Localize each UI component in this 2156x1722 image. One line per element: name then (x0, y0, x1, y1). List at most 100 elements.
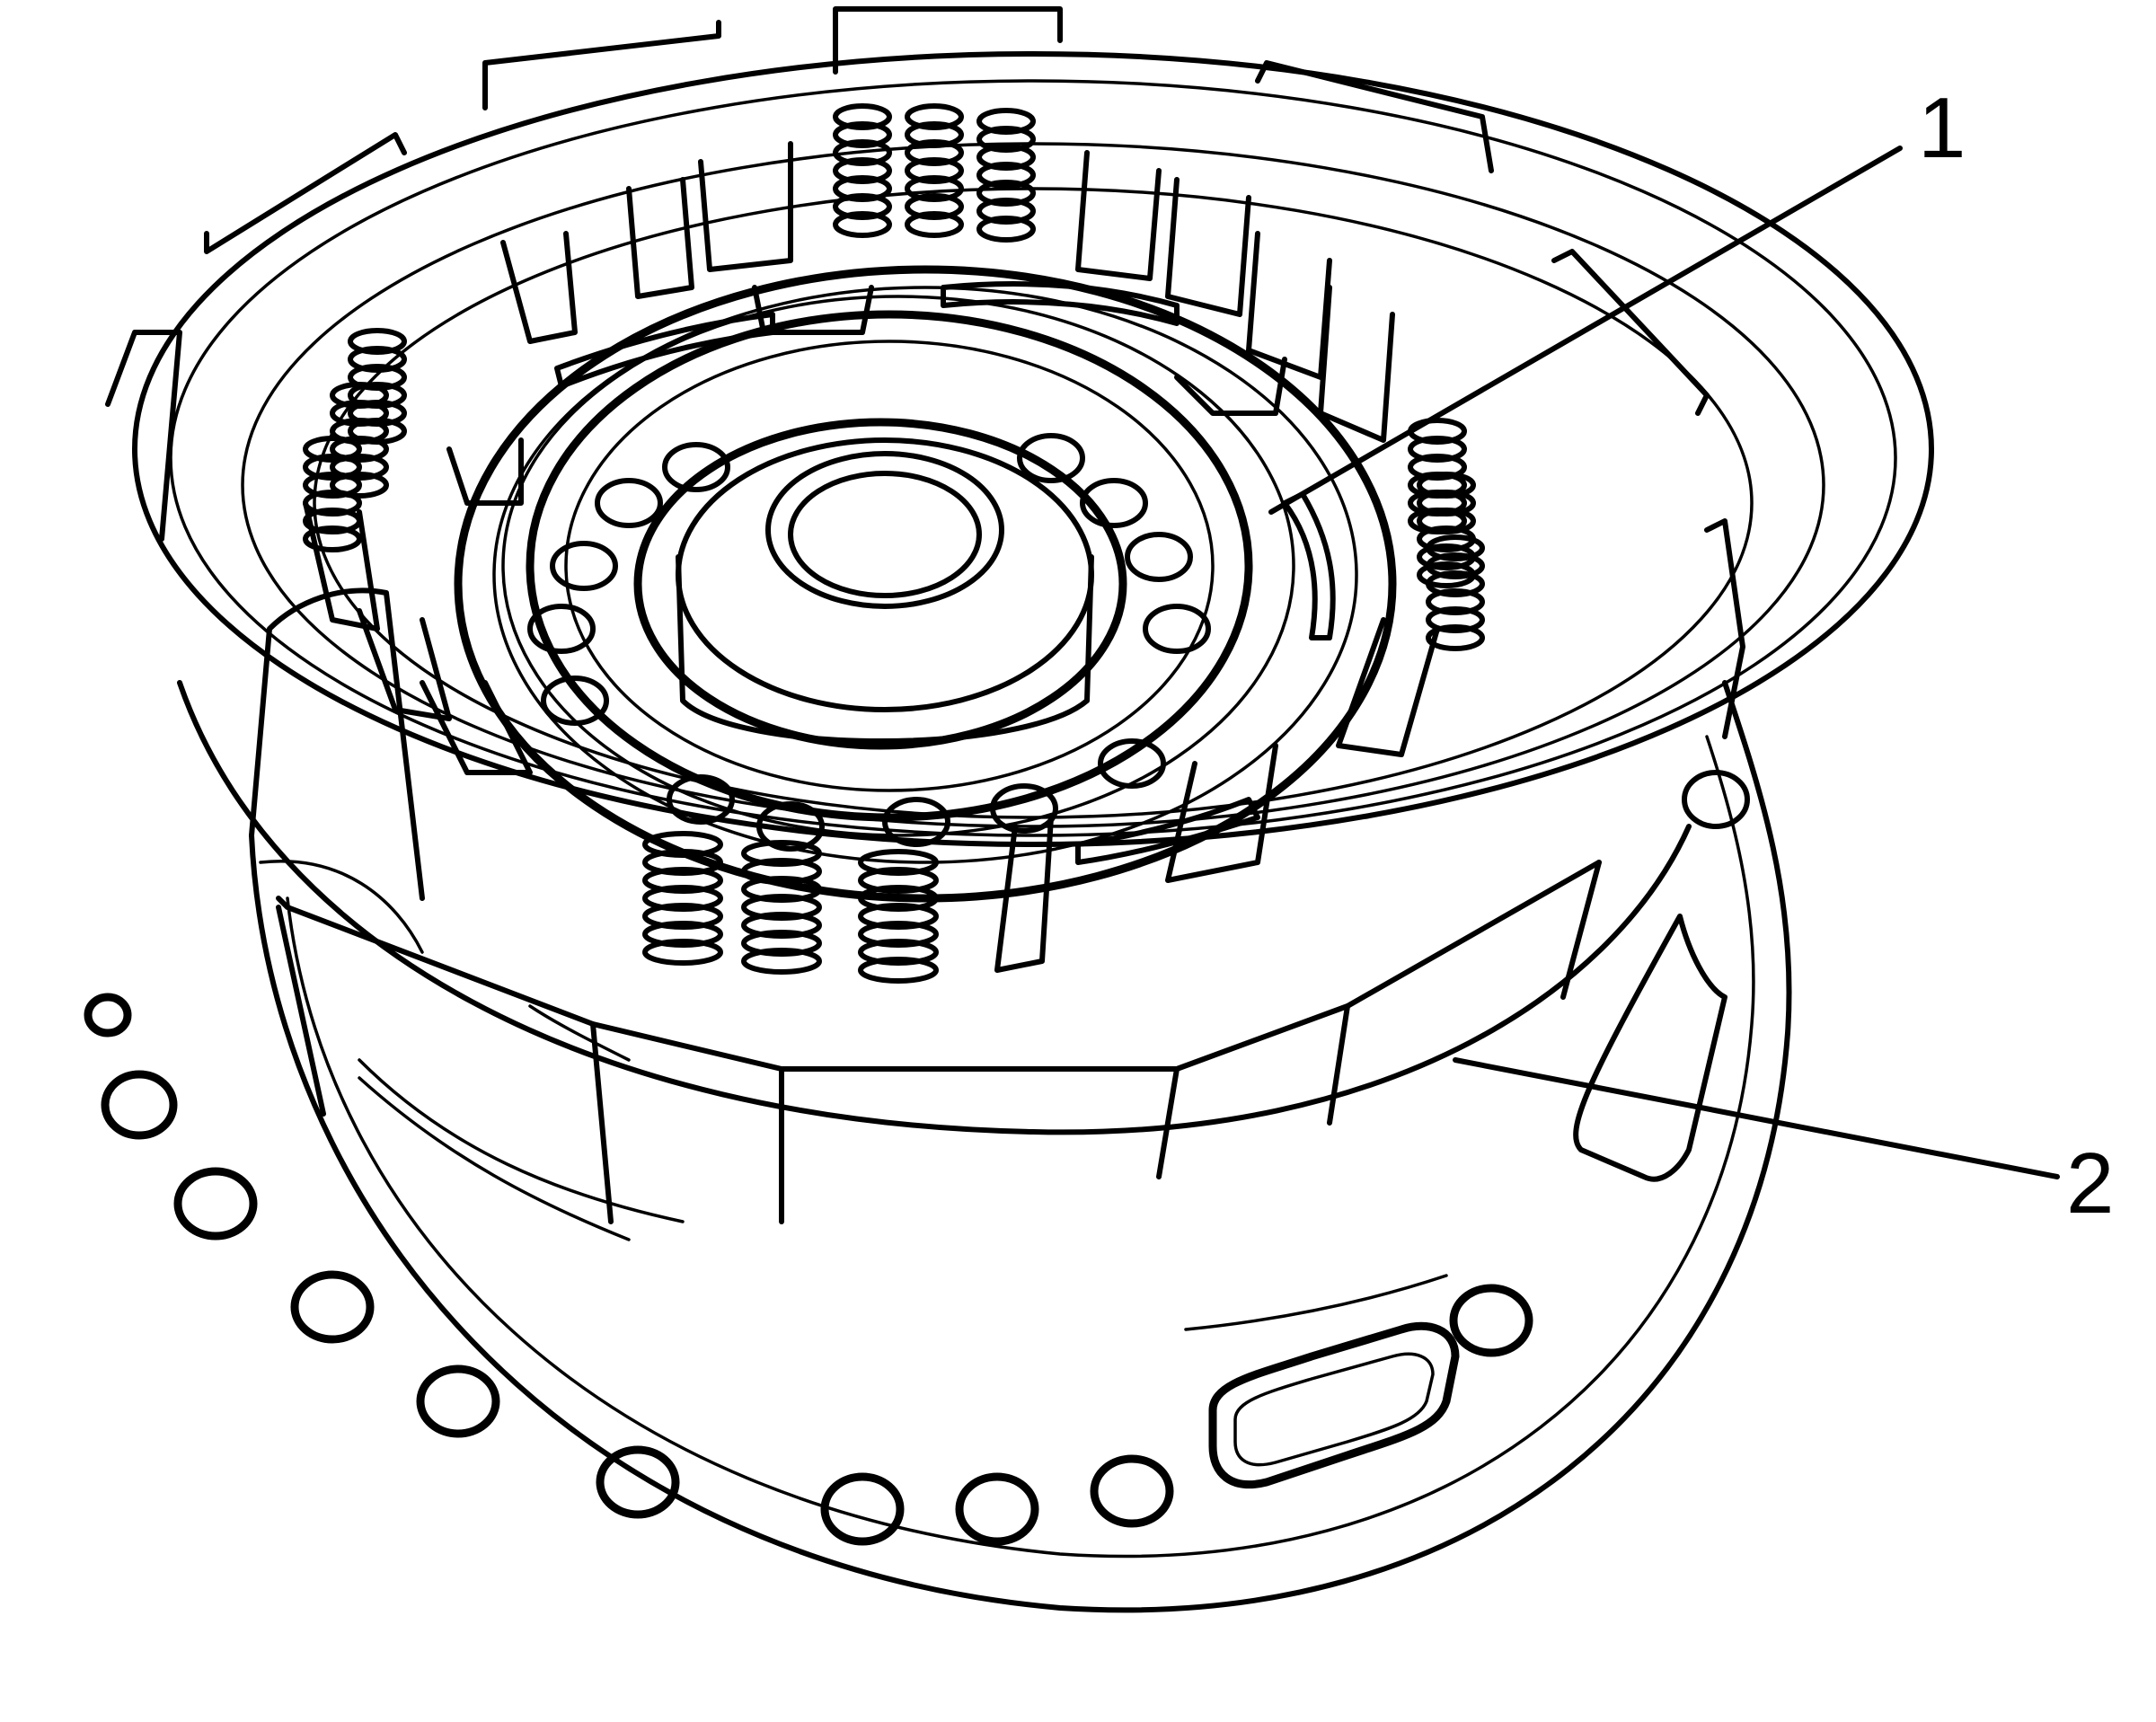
housing-arc-line-3 (528, 1004, 631, 1062)
coil-spring (858, 849, 939, 984)
housing-arc-line-2 (1184, 1274, 1448, 1331)
spring-coil (303, 490, 362, 517)
spring-coil (905, 139, 964, 166)
hole (1090, 1454, 1174, 1528)
spring-coil (303, 525, 362, 552)
spring-coil (741, 948, 822, 975)
plate-left-2 (357, 608, 452, 721)
spring-coil (1408, 454, 1467, 481)
callout-2: 2 (2066, 1135, 2114, 1232)
spring-coil (642, 903, 723, 930)
coil-spring (642, 831, 723, 966)
drum-tab-4 (204, 132, 407, 254)
hole (101, 1070, 178, 1140)
spring-coil (330, 400, 389, 427)
hole (955, 1472, 1039, 1546)
spring-coil (1417, 490, 1476, 517)
spring-coil (1426, 606, 1485, 633)
callout-leaders (1268, 146, 2060, 1179)
piston-inner-ring-2 (564, 340, 1215, 792)
spring-coil (330, 382, 389, 409)
spring-coil (303, 454, 362, 481)
piston-notch-top (752, 285, 874, 335)
drum-lower-band (177, 680, 1692, 1135)
spring-coil (976, 216, 1036, 243)
hole (290, 1270, 375, 1344)
spring-coil (642, 831, 723, 858)
hole (596, 1445, 680, 1519)
spring-coil (642, 849, 723, 876)
spring-coil (1408, 436, 1467, 463)
housing-slot (1573, 914, 1727, 1182)
drum-outer-rim (132, 51, 1934, 847)
spring-coil (976, 180, 1036, 207)
hub-bore-inner (788, 471, 982, 598)
piston-notch-right (1174, 357, 1287, 416)
piston-outer-ring (454, 265, 1397, 903)
spring-coil (642, 939, 723, 966)
clutch-housing (249, 587, 1792, 1613)
hole (416, 1364, 500, 1438)
hub-body (676, 554, 1094, 744)
hub-bore (765, 451, 1004, 609)
spring-coil (976, 198, 1036, 225)
housing-inner-edge (286, 735, 1755, 1559)
drum-slot-2 (590, 1021, 614, 1224)
callout-1: 1 (1918, 80, 1966, 176)
hole (84, 993, 132, 1038)
spring-coil (905, 211, 964, 238)
spring-coil (833, 121, 892, 148)
spring-coil (976, 144, 1036, 171)
coil-spring (905, 103, 964, 238)
drum-slot-5 (1327, 1003, 1350, 1126)
drum-tab-1 (482, 20, 721, 110)
drum-slot-4 (1156, 1066, 1180, 1179)
coil-spring (833, 103, 892, 238)
housing-flange-left (249, 587, 425, 901)
piston-ring-3 (501, 295, 1295, 837)
spring-coil (1426, 552, 1485, 579)
spring-coil (905, 121, 964, 148)
outer-drum (105, 6, 1934, 1224)
spring-coil (1417, 508, 1476, 534)
drum-tab-7 (1704, 518, 1745, 739)
piston-assembly (303, 141, 1440, 973)
drum-tab-5 (1551, 249, 1710, 416)
spring-coil (348, 346, 407, 373)
plate-2 (626, 177, 694, 299)
hole (173, 1167, 258, 1241)
coil-spring (741, 840, 822, 975)
spring-coil (741, 894, 822, 921)
hole (1449, 1284, 1533, 1357)
spring-coil (642, 921, 723, 948)
piston-ring-2 (492, 286, 1358, 864)
housing-oval-port (1208, 1321, 1460, 1489)
spring-coil (833, 139, 892, 166)
spring-coil (833, 211, 892, 238)
spring-coil (976, 108, 1036, 135)
plate-4 (1075, 150, 1162, 281)
spring-coil (976, 162, 1036, 189)
spring-coil (905, 175, 964, 202)
piston-notch-left (446, 437, 524, 506)
piston-slot-right (1282, 491, 1336, 640)
coil-spring (330, 382, 389, 499)
hole (820, 1472, 905, 1546)
spring-coil (833, 157, 892, 184)
piston-slot-top (941, 281, 1180, 326)
spring-coil (858, 885, 939, 912)
plate-br-2 (1165, 743, 1278, 883)
spring-coil (905, 157, 964, 184)
spring-coil (642, 867, 723, 894)
piston-inner-ring (526, 310, 1253, 822)
leader-1 (1268, 146, 1903, 515)
hub-lobes (527, 433, 1211, 852)
spring-coil (348, 328, 407, 355)
spring-coil (741, 930, 822, 957)
spring-coil (833, 193, 892, 220)
spring-coil (858, 849, 939, 876)
spring-coil (1426, 588, 1485, 615)
spring-coil (1426, 624, 1485, 651)
plate-left-3 (420, 680, 533, 775)
